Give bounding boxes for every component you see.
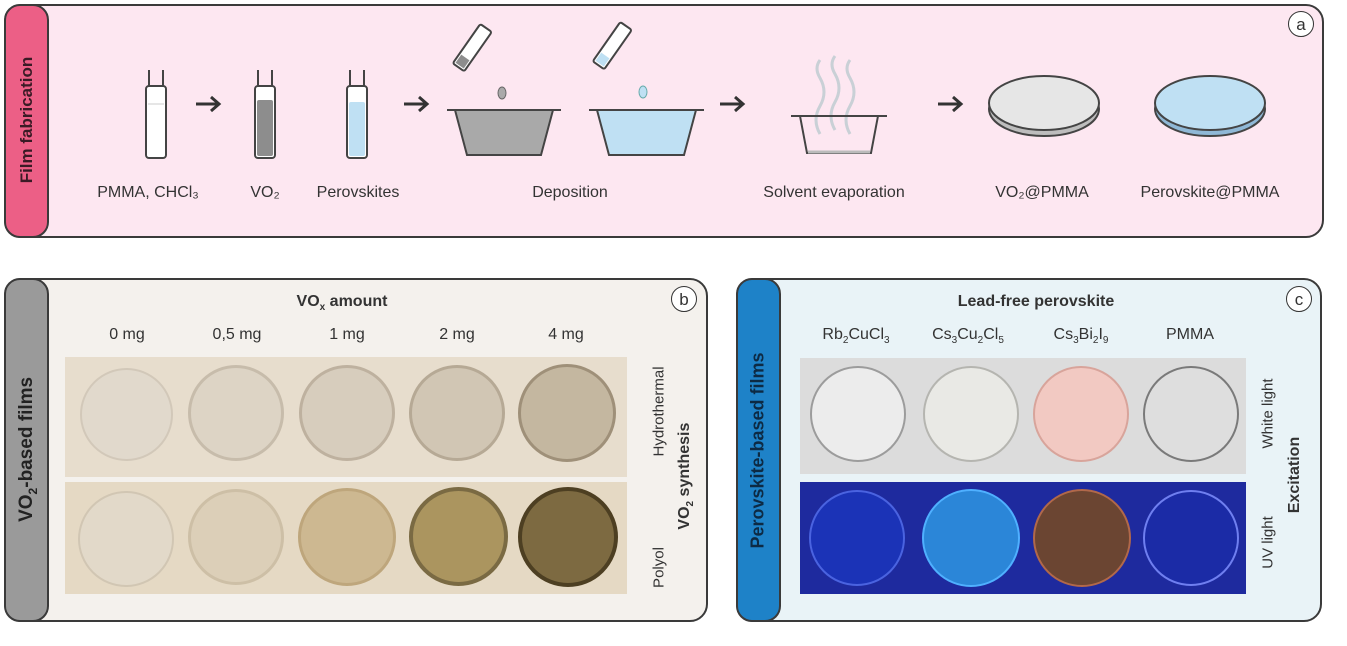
perovskite-pmma-disc-icon — [1154, 75, 1266, 137]
film-polyol-4mg — [518, 487, 618, 587]
row-label-polyol: Polyol — [650, 547, 668, 588]
panel-a-letter: a — [1288, 11, 1314, 37]
panel-c-letter: c — [1286, 286, 1312, 312]
column-pmma: PMMA — [1166, 326, 1214, 343]
column-cs3bi2i9: Cs3Bi2I9 — [1053, 326, 1109, 347]
lead-free-perovskite-header: Lead-free perovskite — [957, 293, 1115, 310]
film-uv-cs3cu2cl5 — [922, 489, 1020, 587]
perovskite-based-films-tab-label: Perovskite-based films — [747, 352, 768, 549]
film-white-cs3cu2cl5 — [923, 366, 1019, 462]
perovskite-based-films-tab — [736, 278, 781, 622]
deposition-perovskite-icon — [589, 21, 704, 156]
film-fabrication-tab — [4, 4, 49, 238]
arrow-icon — [938, 95, 964, 113]
column-rb2cucl3: Rb2CuCl3 — [822, 326, 890, 347]
column-0-5mg: 0,5 mg — [212, 326, 262, 343]
arrow-icon — [720, 95, 746, 113]
arrow-icon — [404, 95, 430, 113]
column-4mg: 4 mg — [548, 326, 584, 343]
arrow-icon — [196, 95, 222, 113]
film-hydrothermal-4mg — [518, 364, 616, 462]
film-hydrothermal-2mg — [409, 365, 505, 461]
panel-b-letter: b — [671, 286, 697, 312]
film-polyol-0-5mg — [188, 489, 284, 585]
fabrication-process-illustration — [145, 21, 1266, 159]
excitation-side-title: Excitation — [1286, 436, 1303, 514]
step-label-vo2-pmma: VO₂@PMMA — [995, 184, 1089, 201]
step-label-perovskite-pmma: Perovskite@PMMA — [1140, 184, 1280, 201]
vo2-based-films-tab-label: VO2-based films — [16, 376, 40, 522]
film-white-rb2cucl3 — [810, 366, 906, 462]
step-label-pmma: PMMA, CHCl₃ — [97, 184, 199, 201]
vo2-synthesis-side-title: VO2 synthesis — [675, 422, 697, 530]
film-hydrothermal-0-5mg — [188, 365, 284, 461]
column-0mg: 0 mg — [109, 326, 145, 343]
perovskite-vial-icon — [346, 70, 368, 159]
step-label-deposition: Deposition — [532, 184, 608, 201]
film-polyol-2mg — [409, 487, 508, 586]
step-label-vo2: VO₂ — [250, 184, 280, 201]
film-polyol-0mg — [78, 491, 174, 587]
column-1mg: 1 mg — [329, 326, 365, 343]
row-label-white-light: White light — [1259, 378, 1277, 449]
row-label-uv-light: UV light — [1259, 516, 1277, 569]
film-white-cs3bi2i9 — [1033, 366, 1129, 462]
film-polyol-1mg — [298, 488, 396, 586]
vo2-based-films-tab — [4, 278, 49, 622]
film-uv-rb2cucl3 — [809, 490, 905, 586]
film-uv-pmma — [1143, 490, 1239, 586]
vo2-vial-icon — [254, 70, 276, 159]
column-cs3cu2cl5: Cs3Cu2Cl5 — [932, 326, 1004, 347]
pmma-vial-icon — [145, 70, 167, 159]
row-label-hydrothermal: Hydrothermal — [650, 366, 668, 457]
film-uv-cs3bi2i9 — [1033, 489, 1131, 587]
deposition-vo2-icon — [447, 23, 561, 156]
film-hydrothermal-0mg — [80, 368, 173, 461]
step-label-solvent-evaporation: Solvent evaporation — [763, 184, 905, 201]
film-white-pmma — [1143, 366, 1239, 462]
column-2mg: 2 mg — [439, 326, 475, 343]
film-hydrothermal-1mg — [299, 365, 395, 461]
step-label-perovskites: Perovskites — [316, 184, 400, 201]
vox-amount-header: VOx amount — [296, 293, 388, 314]
evaporation-icon — [791, 55, 887, 154]
vo2-pmma-disc-icon — [988, 75, 1100, 137]
